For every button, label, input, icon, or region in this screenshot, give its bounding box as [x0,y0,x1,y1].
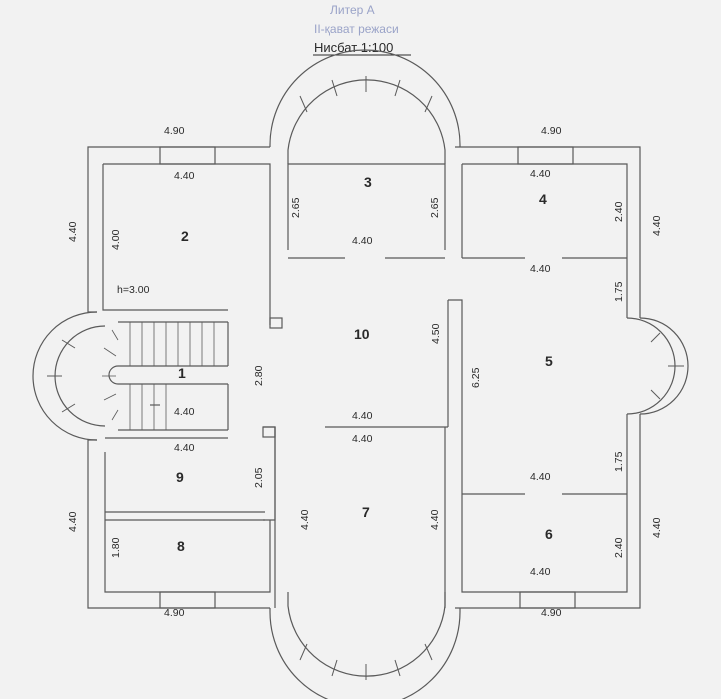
pillar-lower [262,426,276,438]
dim-stair-width: 4.40 [174,406,195,418]
dim-top-left: 4.90 [164,125,185,137]
wall-outer-top-right [455,146,641,318]
window-r6 [519,591,576,609]
dim-r5-lower: 1.75 [613,451,625,472]
dim-r9-height: 2.05 [253,467,265,488]
room-number-4: 4 [539,191,547,207]
apse-bottom-inner [287,592,446,677]
bay-left-outer [32,311,98,441]
room-number-10: 10 [354,326,370,342]
dim-r5-height: 6.25 [470,367,482,388]
dim-corr-width: 4.40 [530,263,551,275]
dimension-labels: 4.90 4.90 4.40 4.40 4.40 4.40 h=3.00 4.4… [67,125,663,619]
dim-r7-right: 4.40 [429,509,441,530]
stair-treads [102,322,215,430]
dim-hall-upper: 4.40 [352,410,373,422]
room-number-2: 2 [181,228,189,244]
room-number-7: 7 [362,504,370,520]
dim-r3-left: 2.65 [290,197,302,218]
apse-top-inner [287,79,446,164]
header-scale: Нисбат 1:100 [314,40,393,55]
room-number-6: 6 [545,526,553,542]
dim-r10-height: 4.50 [430,323,442,344]
dim-right-lower: 4.40 [651,517,663,538]
dim-bottom-left: 4.90 [164,607,185,619]
dim-r4-width: 4.40 [530,168,551,180]
walls [32,49,689,699]
dim-r7-left: 4.40 [299,509,311,530]
dim-r4-height: 2.40 [613,201,625,222]
apse-top-outer [269,49,461,147]
dim-stair-left: 2.80 [253,365,265,386]
wall-r2-inner [103,163,271,325]
dim-r2-width: 4.40 [174,170,195,182]
dim-hall-lower: 4.40 [352,433,373,445]
apse-segments [47,76,684,680]
bay-right-outer [639,317,689,415]
dim-r6-height: 2.40 [613,537,625,558]
room-number-3: 3 [364,174,372,190]
dim-r2-ceiling: h=3.00 [117,284,150,296]
dim-r3-width: 4.40 [352,235,373,247]
dim-top-right: 4.90 [541,125,562,137]
stair-landing-turn [108,365,119,385]
wall-r5-left [448,299,463,494]
wall-r2-left-bottom [102,164,228,311]
window-r4 [517,146,574,165]
wall-outer-bottom-right [455,414,641,609]
wall-outer-bottom-left [87,439,270,609]
header-liter: Литер А [330,3,375,17]
dim-r6-width-bottom: 4.40 [530,566,551,578]
dim-r5-upper: 1.75 [613,281,625,302]
dim-right-upper: 4.40 [651,215,663,236]
dim-r8-height: 1.80 [110,537,122,558]
dim-r6-width-top: 4.40 [530,471,551,483]
wall-r3-room [287,163,446,250]
wall-r8-inner [104,452,271,593]
dim-r9-width: 4.40 [174,442,195,454]
apse-bottom-outer [269,608,461,699]
pillar-upper [269,317,283,329]
room-number-1: 1 [178,365,186,381]
dim-r2-height: 4.00 [110,229,122,250]
room-number-9: 9 [176,469,184,485]
bay-left-inner [54,325,106,427]
room-number-8: 8 [177,538,185,554]
dim-left-lower: 4.40 [67,511,79,532]
header-floor: II-қават режаси [314,22,399,36]
window-r2 [159,146,216,165]
dim-bottom-right: 4.90 [541,607,562,619]
room-labels: 2 3 4 10 5 1 9 7 6 8 [176,174,553,554]
wall-r4-inner [462,163,628,318]
dim-r3-right: 2.65 [429,197,441,218]
window-r8 [159,591,216,609]
bay-right-inner [626,317,676,415]
dim-left-upper: 4.40 [67,221,79,242]
room-number-5: 5 [545,353,553,369]
